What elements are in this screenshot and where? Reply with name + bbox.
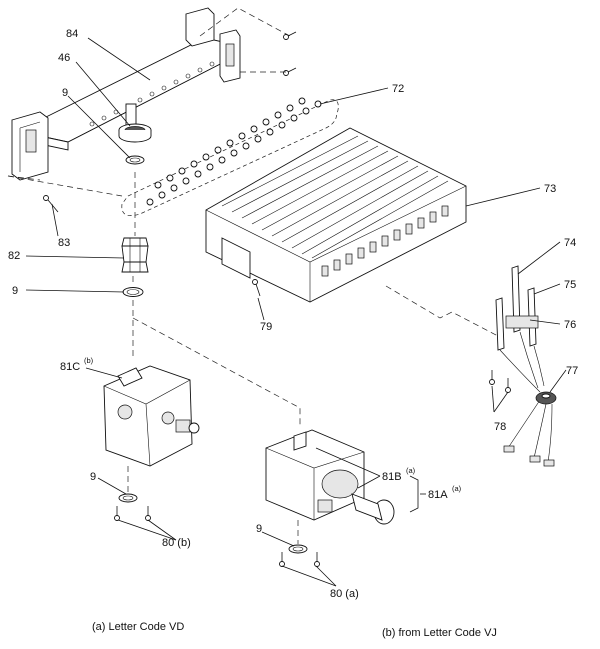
callout-80a: 80 (a)	[330, 588, 359, 600]
screws-80a	[279, 552, 320, 567]
callout-9-second: 9	[12, 285, 18, 297]
callout-81c: 81C	[60, 361, 80, 373]
caption-letter-code-vd: (a) Letter Code VD	[92, 621, 184, 633]
callout-9-fourth: 9	[256, 523, 262, 535]
grommet-46	[118, 123, 152, 143]
callout-81c-sup: (b)	[84, 356, 94, 365]
callout-72: 72	[392, 83, 404, 95]
screws-top	[283, 31, 297, 76]
callout-81b: 81B	[382, 471, 402, 483]
callout-78: 78	[494, 421, 506, 433]
callout-46: 46	[58, 52, 70, 64]
caption-letter-code-vj: (b) from Letter Code VJ	[382, 627, 497, 639]
leader-lines	[25, 37, 567, 587]
screw-79	[252, 279, 261, 297]
callout-81a: 81A	[428, 489, 448, 501]
screws-80b	[114, 506, 151, 521]
callout-9-upper: 9	[62, 87, 68, 99]
o-ring-upper	[125, 155, 145, 165]
callout-80b: 80 (b)	[162, 537, 191, 549]
callout-9-third: 9	[90, 471, 96, 483]
callout-76: 76	[564, 319, 576, 331]
callout-75: 75	[564, 279, 576, 291]
callout-83: 83	[58, 237, 70, 249]
fitting-82	[121, 237, 149, 273]
orifices	[121, 97, 339, 216]
screws-78	[489, 370, 511, 393]
callout-79: 79	[260, 321, 272, 333]
callout-73: 73	[544, 183, 556, 195]
gas-valve-81c	[103, 365, 200, 467]
callout-82: 82	[8, 250, 20, 262]
callout-77: 77	[566, 365, 578, 377]
electrode-assembly	[495, 265, 555, 467]
gas-valve-81a	[265, 429, 395, 525]
callout-81a-sup: (a)	[452, 484, 462, 493]
callout-84: 84	[66, 28, 78, 40]
o-ring-fourth	[288, 544, 308, 554]
screw-83	[43, 195, 59, 213]
callout-74: 74	[564, 237, 576, 249]
burner-assembly	[205, 127, 467, 303]
grommet-77	[535, 391, 557, 405]
o-ring-third	[118, 493, 138, 503]
callout-81b-sup: (a)	[406, 466, 416, 475]
center-lines	[7, 7, 499, 544]
o-ring-second	[122, 287, 144, 297]
